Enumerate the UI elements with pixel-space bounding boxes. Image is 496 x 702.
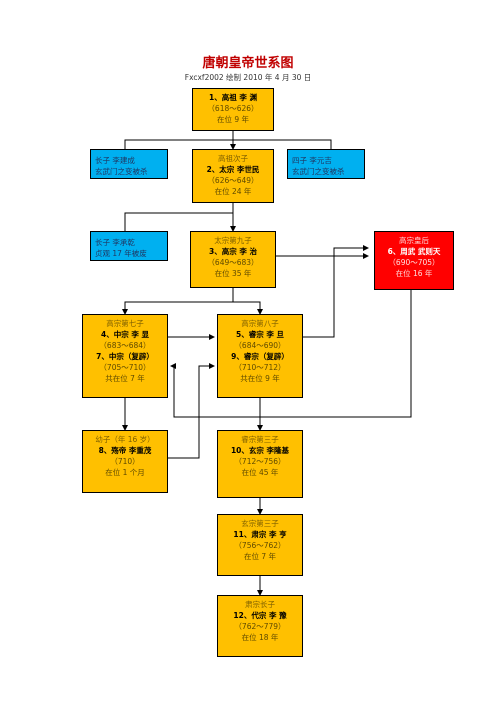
node-shangdi: 幼子（年 16 岁） 8、殇帝 李重茂 （710） 在位 1 个月 <box>82 430 168 493</box>
node-wuzetian: 高宗皇后 6、周武 武则天 （690～705） 在位 16 年 <box>374 231 454 290</box>
node-suzong: 玄宗第三子 11、肃宗 李 亨 （756～762） 在位 7 年 <box>217 514 303 576</box>
node-chengqian: 长子 李承乾 贞观 17 年被废 <box>90 231 168 261</box>
edge-shangdi-ruizong <box>168 363 215 459</box>
node-gaozong: 太宗第九子 3、高宗 李 治 （649～683） 在位 35 年 <box>190 231 276 288</box>
edge-gaozong-ruizong <box>233 301 263 315</box>
edge-taizong-chengqian <box>124 212 233 231</box>
node-taizong: 高祖次子 2、太宗 李世民 （626～649） 在位 24 年 <box>192 149 274 203</box>
node-xuanzong: 睿宗第三子 10、玄宗 李隆基 （712～756） 在位 45 年 <box>217 430 303 498</box>
edge-gaozong-zhongzong <box>122 288 234 315</box>
page-title: 唐朝皇帝世系图 <box>202 56 294 71</box>
edge-gaozu-siblings <box>124 139 332 149</box>
node-yuanji: 四子 李元吉 玄武门之变被杀 <box>287 149 365 179</box>
edge-ruizong-wuzetian <box>303 245 369 338</box>
author-date: Fxcxf2002 绘制 2010 年 4 月 30 日 <box>184 73 312 82</box>
node-ruizong: 高宗第八子 5、睿宗 李 旦 （684～690） 9、睿宗（复辟） （710～7… <box>217 314 303 398</box>
node-daizong: 肃宗长子 12、代宗 李 豫 （762～779） 在位 18 年 <box>217 595 303 657</box>
node-jiancheng: 长子 李建成 玄武门之变被杀 <box>90 149 168 179</box>
node-gaozu: 1、高祖 李 渊 （618～626） 在位 9 年 <box>192 88 274 131</box>
edge-wuzetian-zhongzong <box>170 290 412 418</box>
node-zhongzong: 高宗第七子 4、中宗 李 显 （683～684） 7、中宗（复辟） （705～7… <box>82 314 168 398</box>
